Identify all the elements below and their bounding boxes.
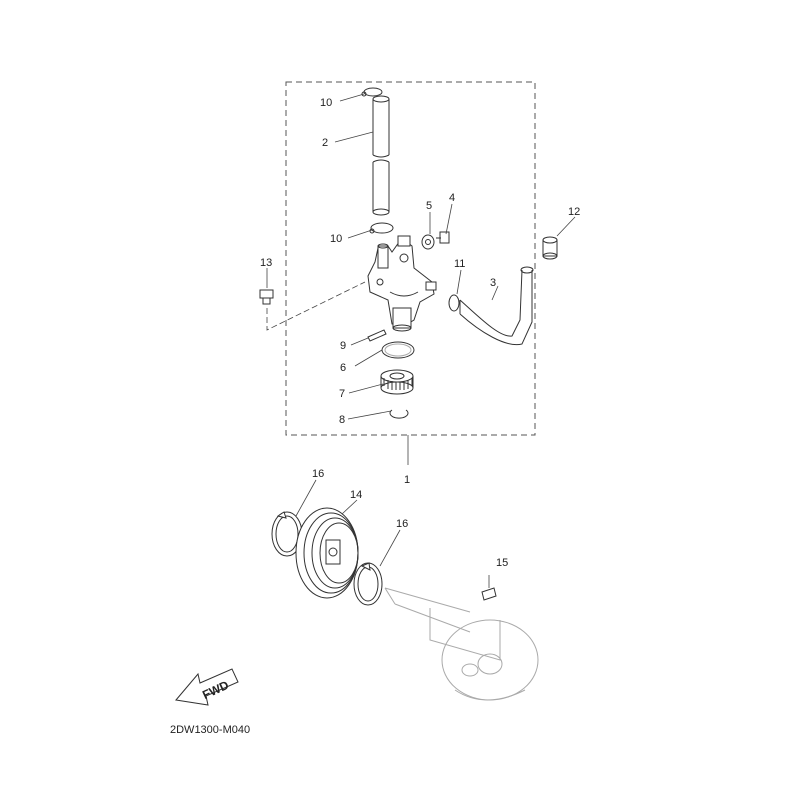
- bolt-4: [436, 231, 450, 244]
- callout-5: 5: [426, 200, 432, 212]
- leader-lines: [266, 93, 576, 567]
- callout-9: 9: [340, 340, 346, 352]
- hose-clip-10-bottom: [369, 222, 394, 234]
- hose-3: [459, 266, 534, 346]
- collar-12: [542, 236, 558, 260]
- circlip-8: [389, 409, 409, 419]
- hose-clip-11: [448, 294, 460, 312]
- figure-code: 2DW1300-M040: [170, 724, 250, 736]
- pin-9: [367, 329, 387, 342]
- assembly-boundary: [285, 81, 536, 436]
- pin-15: [481, 575, 497, 601]
- circlip-16-right: [353, 562, 383, 606]
- screw-13: [259, 289, 274, 305]
- hose-2: [372, 95, 390, 216]
- circlip-16-left: [271, 511, 303, 557]
- callout-11: 11: [454, 258, 465, 270]
- callout-8: 8: [339, 414, 345, 426]
- callout-4: 4: [449, 192, 455, 204]
- callout-10-top: 10: [320, 97, 332, 109]
- drive-gear-7: [380, 369, 414, 395]
- washer-5: [421, 234, 435, 250]
- callout-7: 7: [339, 388, 345, 400]
- callout-13: 13: [260, 257, 272, 269]
- crankshaft-ghost: [384, 587, 539, 701]
- callout-1: 1: [404, 474, 410, 486]
- callout-12: 12: [568, 206, 580, 218]
- oil-pump-body: [367, 235, 437, 332]
- fwd-arrow-icon: FWD: [175, 668, 239, 706]
- callout-16-right: 16: [396, 518, 408, 530]
- callout-2: 2: [322, 137, 328, 149]
- callout-3: 3: [490, 277, 496, 289]
- hose-clip-10-top: [361, 87, 383, 97]
- callout-10-bottom: 10: [330, 233, 342, 245]
- callout-15: 15: [496, 557, 508, 569]
- pulley-14: [295, 507, 359, 599]
- callout-6: 6: [340, 362, 346, 374]
- callouts: 1 2 3 4 5 6 7 8 9 10 10 11 12 13 14 15 1…: [260, 97, 580, 569]
- callout-16-left: 16: [312, 468, 324, 480]
- callout-14: 14: [350, 489, 362, 501]
